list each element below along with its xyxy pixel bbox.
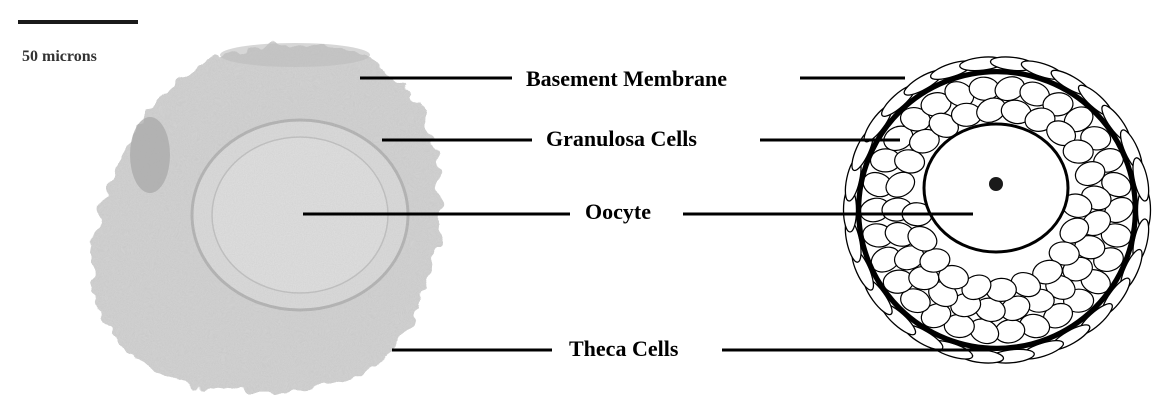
basement-membrane-label: Basement Membrane bbox=[526, 66, 727, 92]
oocyte-label: Oocyte bbox=[585, 199, 651, 225]
scale-bar bbox=[18, 20, 138, 24]
scale-bar-label: 50 microns bbox=[22, 48, 97, 66]
follicle-schematic bbox=[842, 55, 1151, 365]
granulosa-cells-label: Granulosa Cells bbox=[546, 126, 697, 152]
follicle-micrograph bbox=[92, 43, 440, 391]
theca-cells-label: Theca Cells bbox=[569, 336, 678, 362]
oocyte-nucleus bbox=[989, 177, 1003, 191]
